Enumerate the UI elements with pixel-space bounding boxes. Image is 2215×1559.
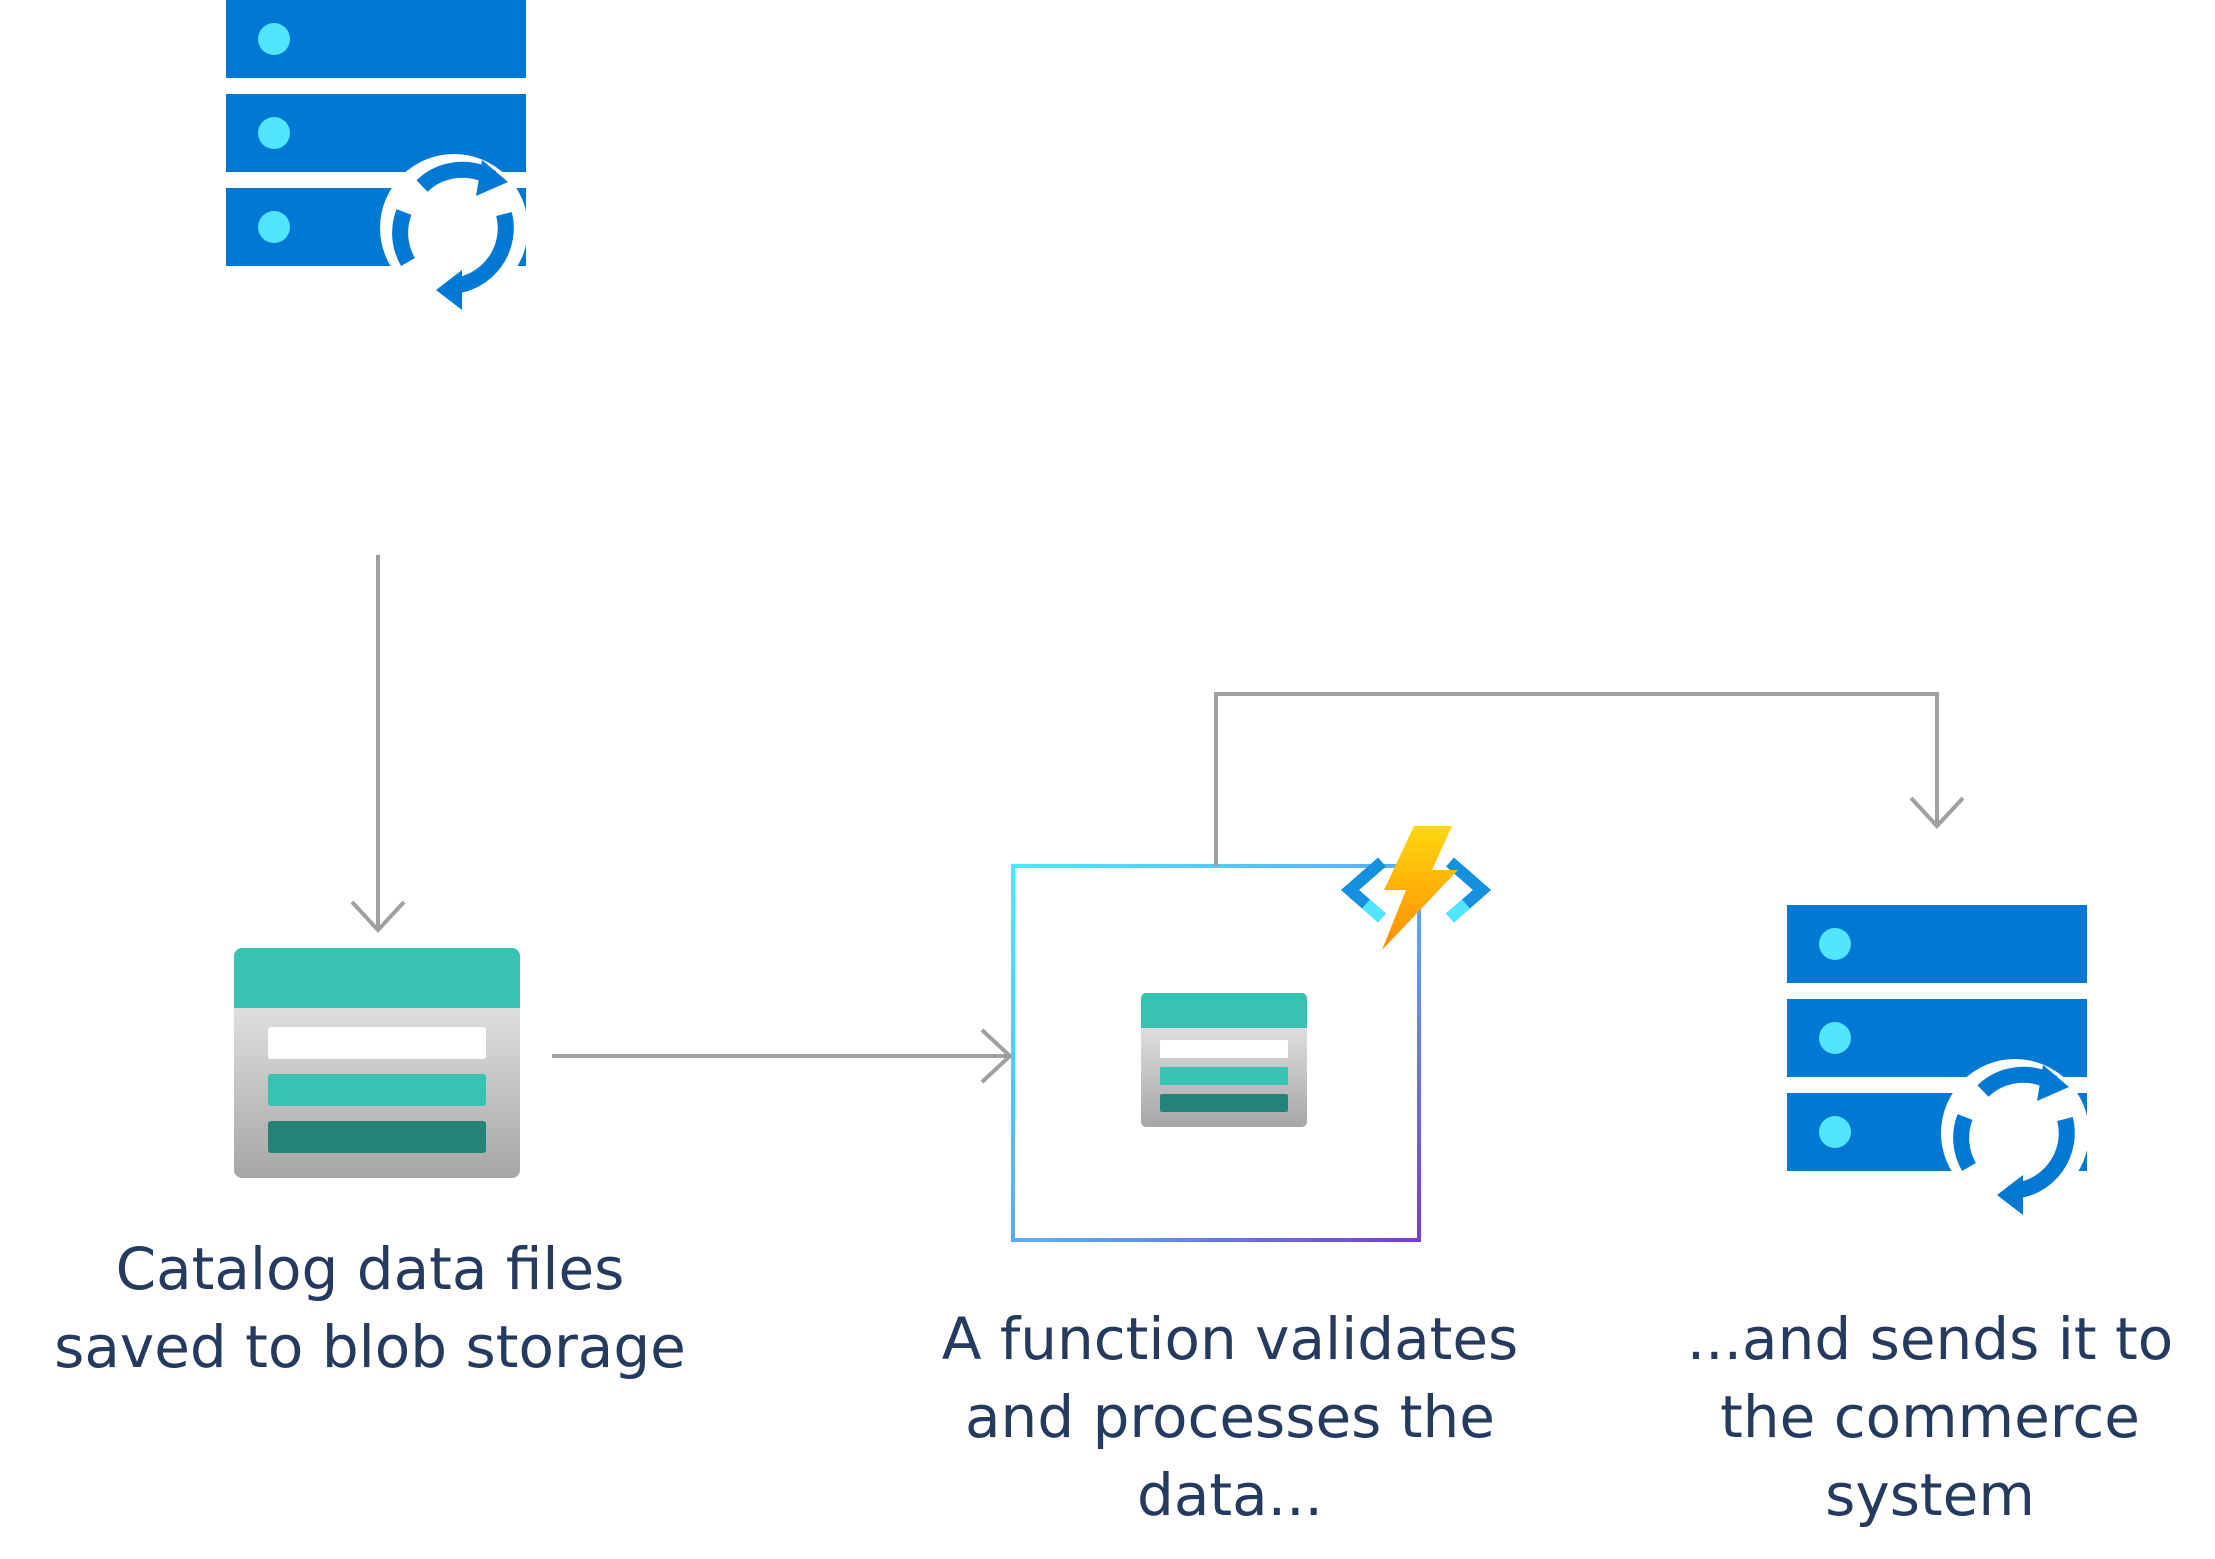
caption-line: A function validates — [941, 1305, 1519, 1373]
arrow-server-to-storage — [350, 555, 406, 933]
caption-line: system — [1825, 1461, 2035, 1529]
function-storage-icon — [1141, 993, 1307, 1127]
arrow-function-to-commerce — [1214, 692, 1965, 866]
caption-line: saved to blob storage — [54, 1313, 686, 1381]
commerce-server-sync-icon — [1787, 905, 2089, 1215]
caption-blob-storage: Catalog data files saved to blob storage — [0, 1230, 740, 1386]
caption-line: and processes the — [965, 1383, 1495, 1451]
lightning-bolt-icon — [1340, 826, 1492, 950]
caption-function: A function validates and processes the d… — [900, 1300, 1560, 1534]
blob-storage-icon — [234, 948, 520, 1178]
caption-line: Catalog data files — [115, 1235, 625, 1303]
source-server-sync-icon — [226, 0, 528, 310]
caption-line: the commerce — [1720, 1383, 2140, 1451]
caption-commerce: ...and sends it to the commerce system — [1640, 1300, 2215, 1534]
caption-line: data... — [1137, 1461, 1323, 1529]
arrow-storage-to-function — [552, 1028, 1013, 1084]
caption-line: ...and sends it to — [1686, 1305, 2174, 1373]
function-app-icon — [1011, 826, 1492, 1242]
